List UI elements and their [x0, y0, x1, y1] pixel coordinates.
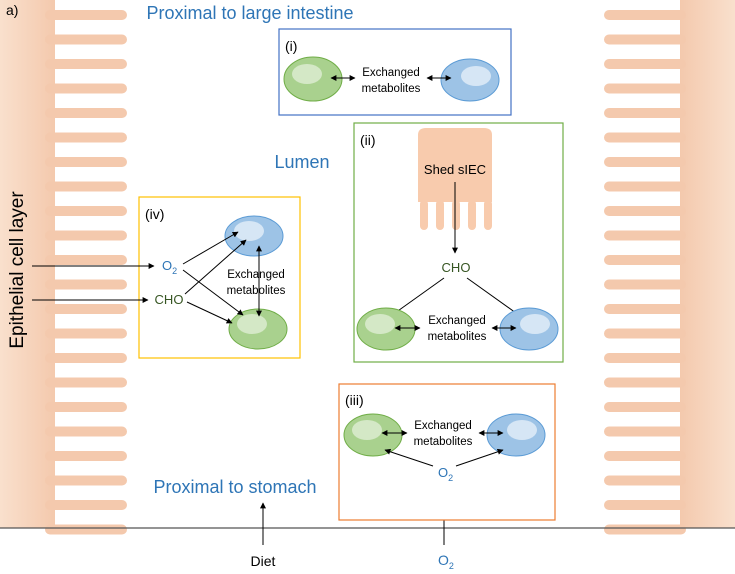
green-cell [283, 56, 343, 102]
o2-label: O2 [162, 258, 177, 276]
box-ii-label: (ii) [360, 132, 376, 148]
villus [45, 206, 127, 216]
o2-input-label: O2 [438, 552, 454, 571]
blue-cell [440, 58, 500, 102]
panel-label: a) [6, 2, 18, 18]
villus [45, 230, 127, 241]
villus [45, 377, 127, 388]
villus [45, 475, 127, 486]
bottom-label: Proximal to stomach [153, 477, 316, 497]
villus [45, 181, 127, 192]
villus [45, 328, 127, 339]
villus [604, 181, 686, 192]
villus [604, 230, 686, 241]
villus [45, 402, 127, 412]
villus [45, 59, 127, 69]
villus [45, 279, 127, 290]
villus [45, 108, 127, 118]
villus [604, 451, 686, 461]
top-label: Proximal to large intestine [146, 3, 353, 23]
villus [45, 132, 127, 143]
box-iii: (iii) Exchanged metabolites O2 [338, 383, 556, 521]
exchanged-label: Exchanged [428, 315, 486, 327]
blue-cell [499, 307, 559, 351]
cho-label: CHO [442, 260, 471, 275]
villus [45, 34, 127, 45]
villus [45, 353, 127, 363]
box-i: (i) Exchanged metabolites [278, 28, 512, 116]
metabolites-label: metabolites [227, 285, 286, 297]
box-iii-label: (iii) [345, 392, 364, 408]
villus [604, 83, 686, 94]
villus [45, 451, 127, 461]
shed-siec-label: Shed sIEC [424, 162, 486, 177]
villus [604, 328, 686, 339]
villus [604, 475, 686, 486]
villus [45, 255, 127, 265]
villus [604, 279, 686, 290]
villus [45, 304, 127, 314]
villus [45, 157, 127, 167]
villus [45, 524, 127, 535]
villus [604, 59, 686, 69]
blue-cell [486, 413, 546, 457]
green-cell [356, 307, 416, 351]
villus [604, 34, 686, 45]
blue-cell [224, 215, 284, 257]
diet-label: Diet [251, 553, 276, 569]
metabolites-label: metabolites [362, 83, 421, 95]
metabolites-label: metabolites [428, 331, 487, 343]
villus [604, 255, 686, 265]
cho-label: CHO [155, 292, 184, 307]
side-label: Epithelial cell layer [7, 191, 28, 349]
epithelium-right [604, 0, 735, 535]
green-cell [228, 308, 288, 350]
villus [45, 10, 127, 20]
villus [604, 157, 686, 167]
villus [604, 304, 686, 314]
villus [604, 132, 686, 143]
villus [604, 500, 686, 510]
box-i-label: (i) [285, 38, 297, 54]
villus [604, 377, 686, 388]
exchanged-label: Exchanged [414, 420, 472, 432]
box-ii: (ii) Shed sIEC CHO Exchanged metabolites [353, 122, 564, 363]
green-cell [343, 413, 403, 457]
villus [45, 83, 127, 94]
box-iv-label: (iv) [145, 206, 164, 222]
o2-label: O2 [438, 465, 453, 483]
epithelium-left [0, 0, 127, 535]
villus [45, 500, 127, 510]
villus [604, 353, 686, 363]
metabolites-label: metabolites [414, 436, 473, 448]
exchanged-label: Exchanged [362, 67, 420, 79]
villus [604, 108, 686, 118]
villus [604, 524, 686, 535]
shed-sieC-cell [418, 128, 492, 230]
villus [604, 402, 686, 412]
exchanged-label: Exchanged [227, 269, 285, 281]
box-iv: (iv) O2 CHO Exchanged metabolites [138, 196, 301, 359]
lumen-label: Lumen [274, 152, 329, 172]
villus [45, 426, 127, 437]
villus [604, 10, 686, 20]
villus [604, 426, 686, 437]
villus [604, 206, 686, 216]
